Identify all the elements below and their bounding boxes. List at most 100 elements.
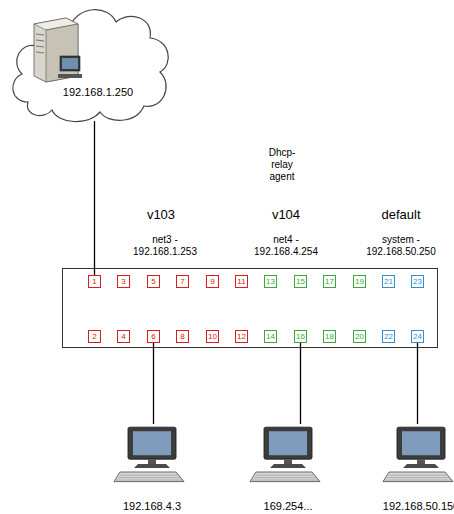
server-bay: [36, 46, 44, 47]
switch-port: 19: [353, 275, 366, 288]
server-bay: [36, 34, 44, 35]
network-link: [153, 343, 154, 424]
server-side: [46, 24, 78, 82]
cloud-shape: [8, 2, 173, 127]
network-cloud: 192.168.1.250: [8, 2, 173, 127]
port-number: 2: [89, 331, 100, 342]
port-number: 15: [295, 276, 306, 287]
client-computer: 169.254...: [248, 424, 328, 496]
switch-port: 16: [294, 330, 307, 343]
monitor-base: [403, 464, 439, 468]
switch-port: 4: [117, 330, 130, 343]
vlan-interface: Dhcp-relay agent: [263, 147, 301, 183]
port-number: 19: [354, 276, 365, 287]
keyboard: [250, 472, 320, 482]
cloud-outline: [13, 10, 168, 122]
switch-box: v103net3 - 192.168.1.253Dhcp-relay agent…: [62, 268, 438, 348]
keyboard-keys: [256, 475, 314, 476]
keyboard: [383, 472, 453, 482]
switch-port: 15: [294, 275, 307, 288]
vlan-name: v104: [251, 207, 321, 223]
switch-port: 11: [235, 275, 248, 288]
console-keyboard: [58, 74, 82, 78]
switch-port: 18: [323, 330, 336, 343]
link-line: [417, 343, 418, 424]
server-body: [34, 18, 78, 82]
port-number: 14: [265, 331, 276, 342]
server-bay: [36, 52, 44, 53]
switch-port: 3: [117, 275, 130, 288]
switch-port: 14: [264, 330, 277, 343]
vlan-interface: net3 - 192.168.1.253: [123, 234, 207, 258]
keyboard-keys: [254, 477, 316, 478]
monitor-neck: [284, 459, 292, 464]
client-address: 192.168.50.150: [366, 500, 454, 513]
monitor-neck: [148, 459, 156, 464]
client-address: 192.168.4.3: [97, 500, 207, 513]
keyboard: [114, 472, 184, 482]
network-link: [417, 343, 418, 424]
server-address: 192.168.1.250: [50, 86, 146, 99]
switch-port: 22: [382, 330, 395, 343]
monitor-frame: [128, 427, 176, 459]
monitor-screen: [133, 431, 171, 455]
keyboard-keys: [116, 480, 182, 481]
switch-port: 10: [206, 330, 219, 343]
port-number: 12: [236, 331, 247, 342]
link-line: [94, 121, 95, 275]
console-glass: [62, 58, 78, 69]
port-number: 6: [148, 331, 159, 342]
switch-port: 6: [147, 330, 160, 343]
network-link: [300, 343, 301, 424]
monitor-screen: [402, 431, 440, 455]
monitor-frame: [264, 427, 312, 459]
switch-port: 13: [264, 275, 277, 288]
client-computer: 192.168.50.150: [381, 424, 454, 496]
link-line: [300, 343, 301, 424]
port-number: 18: [324, 331, 335, 342]
port-number: 24: [412, 331, 423, 342]
monitor-frame: [397, 427, 445, 459]
port-number: 4: [118, 331, 129, 342]
port-number: 16: [295, 331, 306, 342]
port-number: 20: [354, 331, 365, 342]
monitor-base: [134, 464, 170, 468]
monitor-base: [270, 464, 306, 468]
monitor-screen: [269, 431, 307, 455]
switch-port: 24: [411, 330, 424, 343]
port-number: 17: [324, 276, 335, 287]
port-number: 7: [177, 276, 188, 287]
port-number: 5: [148, 276, 159, 287]
vlan-interface: system - 192.168.50.250: [353, 234, 449, 258]
client-computer: 192.168.4.3: [112, 424, 192, 496]
port-number: 21: [383, 276, 394, 287]
switch-port: 20: [353, 330, 366, 343]
keyboard-keys: [387, 477, 449, 478]
port-number: 23: [412, 276, 423, 287]
vlan-name: v103: [126, 207, 196, 223]
switch-port: 8: [176, 330, 189, 343]
keyboard-keys: [118, 477, 180, 478]
port-number: 1: [89, 276, 100, 287]
client-address: 169.254...: [233, 500, 343, 513]
port-number: 3: [118, 276, 129, 287]
switch-port: 12: [235, 330, 248, 343]
port-number: 10: [207, 331, 218, 342]
console-screen: [60, 56, 80, 71]
server-bay: [36, 40, 44, 41]
computer-icon: [248, 424, 328, 496]
keyboard-keys: [120, 475, 178, 476]
switch-port: 21: [382, 275, 395, 288]
switch-port: 7: [176, 275, 189, 288]
port-number: 13: [265, 276, 276, 287]
computer-icon: [112, 424, 192, 496]
port-number: 11: [236, 276, 247, 287]
link-line: [153, 343, 154, 424]
switch-port: 17: [323, 275, 336, 288]
network-link: [94, 121, 95, 275]
switch-port: 9: [206, 275, 219, 288]
port-number: 22: [383, 331, 394, 342]
keyboard-keys: [385, 480, 451, 481]
